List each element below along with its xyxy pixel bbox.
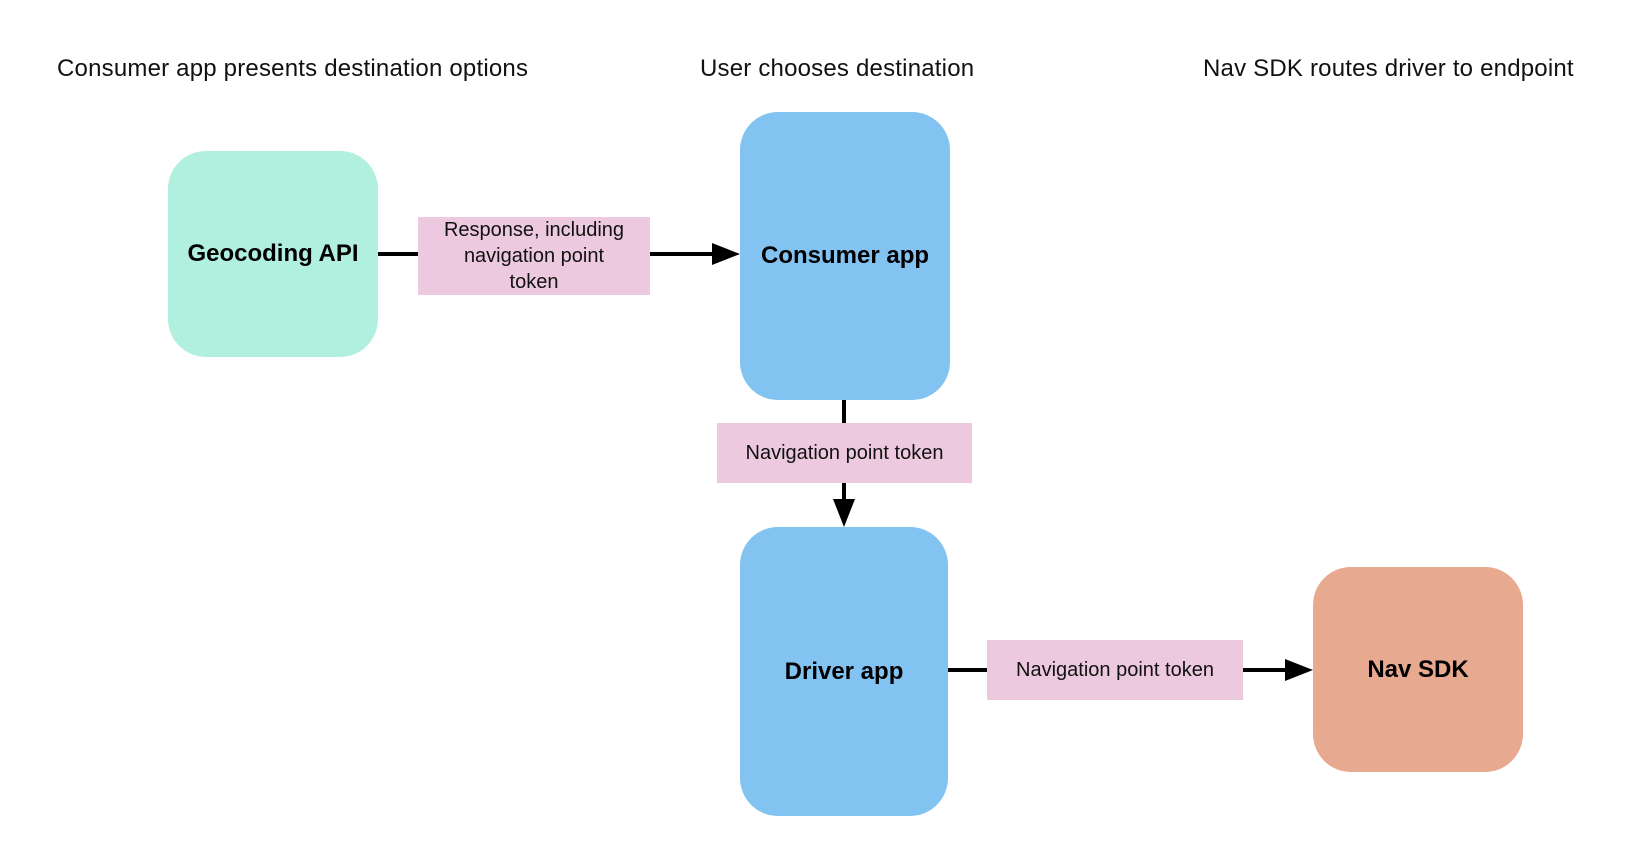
node-geocoding-api-label: Geocoding API: [187, 240, 359, 267]
phase-label-user-chooses: User chooses destination: [700, 55, 975, 82]
phase-label-navsdk-routes: Nav SDK routes driver to endpoint: [1203, 55, 1574, 82]
node-nav-sdk: Nav SDK: [1313, 567, 1523, 772]
node-nav-sdk-label: Nav SDK: [1367, 655, 1469, 683]
node-geocoding-api: Geocoding API: [168, 151, 378, 357]
edge-label-response-token: Response, including navigation point tok…: [418, 217, 650, 295]
edge-driver-to-navsdk-arrowhead: [1285, 659, 1313, 681]
edge-geocoding-to-consumer-arrowhead: [712, 243, 740, 265]
edge-consumer-to-driver-arrowhead: [833, 499, 855, 527]
node-driver-app-label: Driver app: [784, 657, 904, 685]
edge-label-navigation-point-token-2: Navigation point token: [987, 640, 1243, 700]
phase-label-consumer-presents: Consumer app presents destination option…: [57, 55, 529, 82]
node-driver-app: Driver app: [740, 527, 948, 816]
edge-label-navigation-point-token-1: Navigation point token: [717, 423, 972, 483]
node-consumer-app: Consumer app: [740, 112, 950, 400]
node-consumer-app-label: Consumer app: [760, 242, 930, 269]
